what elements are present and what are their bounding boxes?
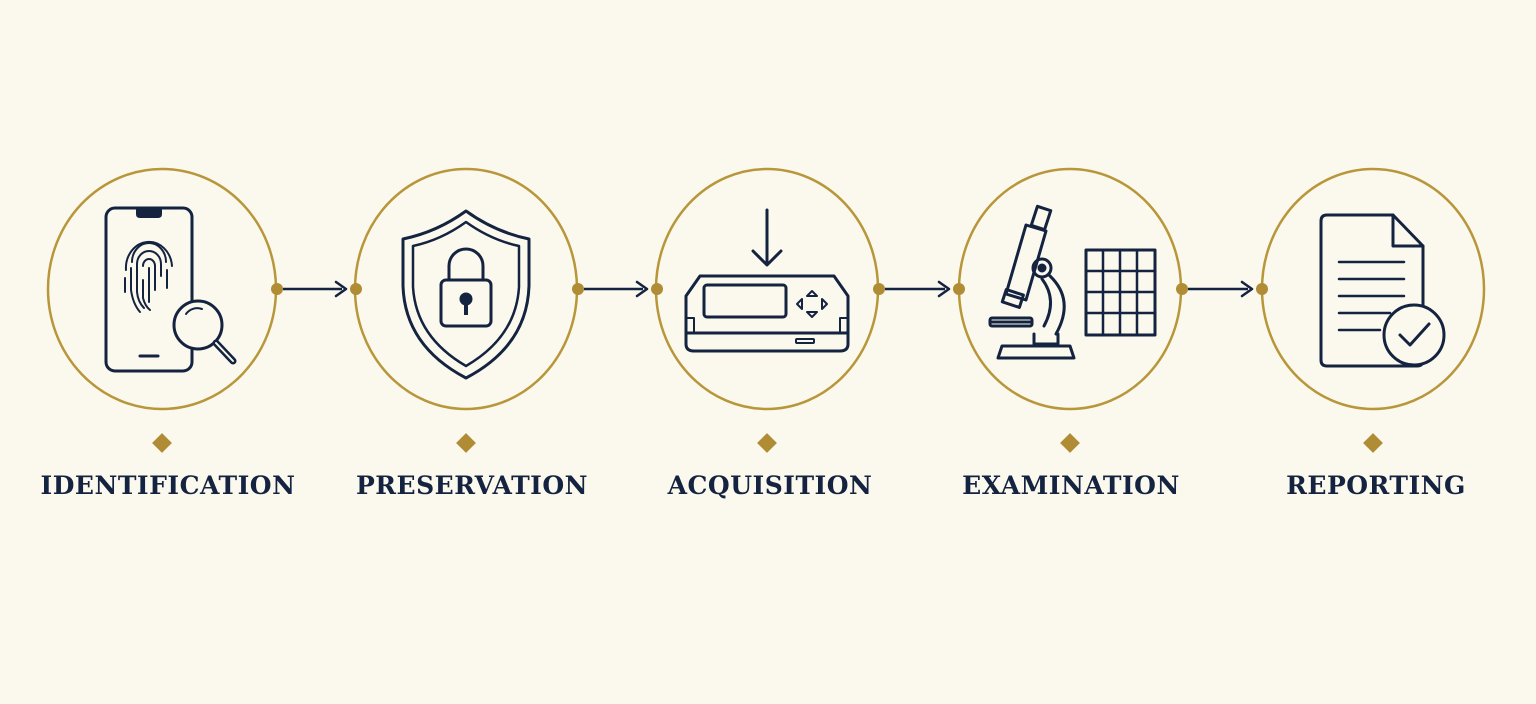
- connector-dot: [271, 283, 283, 295]
- connector-4: [1176, 280, 1268, 298]
- arrowhead-icon: [334, 280, 348, 298]
- connector-dot: [651, 283, 663, 295]
- step-diamond-acquisition: [757, 433, 777, 453]
- connector-dot: [953, 283, 965, 295]
- step-circle-reporting: [1260, 167, 1486, 411]
- step-diamond-reporting: [1363, 433, 1383, 453]
- arrowhead-icon: [635, 280, 649, 298]
- step-label-identification: IDENTIFICATION: [40, 471, 296, 500]
- step-circle-identification: [46, 167, 278, 411]
- document-checkmark-icon: [1319, 213, 1446, 368]
- arrowhead-icon: [1240, 280, 1254, 298]
- step-label-acquisition: ACQUISITION: [667, 471, 873, 500]
- step-diamond-identification: [152, 433, 172, 453]
- connector-dot: [1176, 283, 1188, 295]
- step-circle-preservation: [353, 167, 579, 411]
- step-diamond-examination: [1060, 433, 1080, 453]
- smartphone-fingerprint-magnifier-icon: [104, 206, 237, 373]
- connector-1: [271, 280, 362, 298]
- step-label-reporting: REPORTING: [1286, 471, 1466, 500]
- shield-padlock-icon: [401, 209, 531, 380]
- step-diamond-preservation: [456, 433, 476, 453]
- connector-dot: [350, 283, 362, 295]
- step-label-examination: EXAMINATION: [962, 471, 1180, 500]
- connector-dot: [873, 283, 885, 295]
- connector-2: [572, 280, 663, 298]
- connector-dot: [572, 283, 584, 295]
- microscope-grid-icon: [988, 204, 1157, 360]
- forensic-imaging-device-icon: [684, 208, 850, 353]
- connector-3: [873, 280, 965, 298]
- connector-dot: [1256, 283, 1268, 295]
- arrowhead-icon: [937, 280, 951, 298]
- step-label-preservation: PRESERVATION: [355, 471, 589, 500]
- step-circle-examination: [957, 167, 1183, 411]
